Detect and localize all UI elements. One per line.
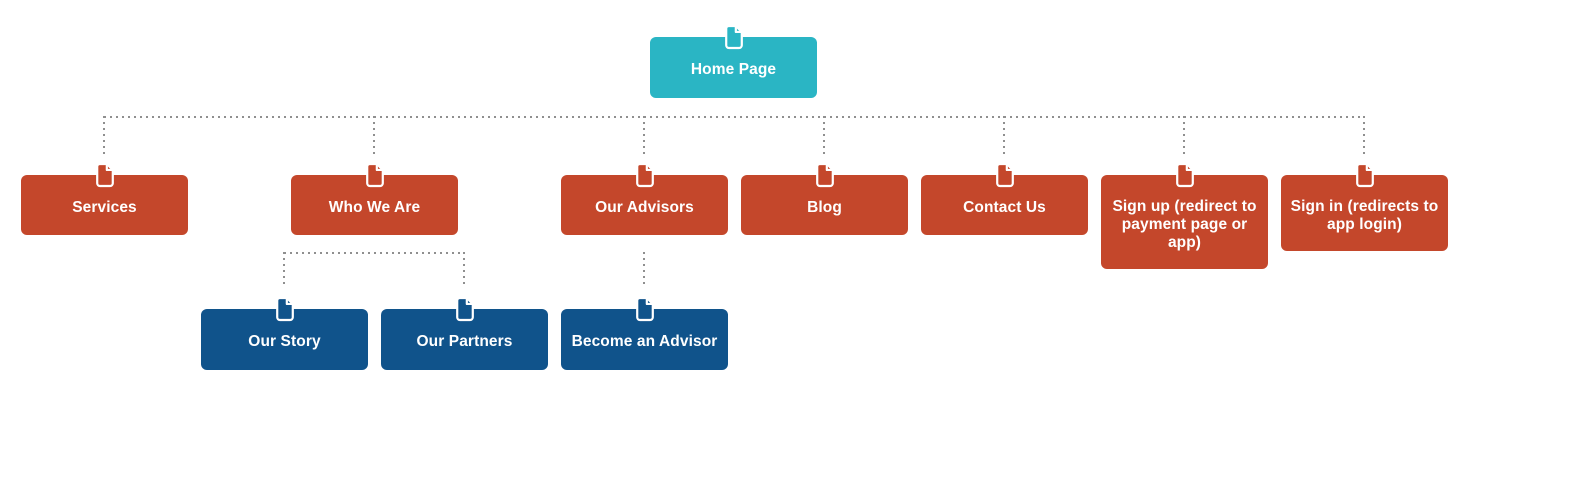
node-home-page[interactable]: Home Page: [650, 37, 817, 98]
node-label: Contact Us: [963, 198, 1046, 216]
node-become-an-advisor[interactable]: Become an Advisor: [561, 309, 728, 370]
page-icon: [364, 162, 386, 188]
page-icon: [723, 24, 745, 50]
node-blog[interactable]: Blog: [741, 175, 908, 235]
node-label: Services: [72, 198, 137, 216]
page-icon: [634, 162, 656, 188]
connector-stub-services: [103, 116, 105, 154]
node-contact-us[interactable]: Contact Us: [921, 175, 1088, 235]
node-label: Sign up (redirect to payment page or app…: [1112, 197, 1257, 251]
connector-stub-contact-us: [1003, 116, 1005, 154]
node-label: Our Advisors: [595, 198, 694, 216]
node-label: Sign in (redirects to app login): [1290, 197, 1439, 233]
connector-stub-become-an-advisor: [643, 252, 645, 288]
connector-stub-our-partners: [463, 252, 465, 288]
page-icon: [454, 296, 476, 322]
page-icon: [94, 162, 116, 188]
node-services[interactable]: Services: [21, 175, 188, 235]
node-who-we-are[interactable]: Who We Are: [291, 175, 458, 235]
connector-stub-who-we-are: [373, 116, 375, 154]
page-icon: [994, 162, 1016, 188]
connector-line-who-we-are-rail: [284, 252, 465, 254]
node-sign-in[interactable]: Sign in (redirects to app login): [1281, 175, 1448, 251]
connector-stub-our-story: [283, 252, 285, 288]
connector-stub-blog: [823, 116, 825, 154]
node-label: Blog: [807, 198, 842, 216]
page-icon: [274, 296, 296, 322]
connector-stub-sign-in: [1363, 116, 1365, 154]
page-icon: [1354, 162, 1376, 188]
node-sign-up[interactable]: Sign up (redirect to payment page or app…: [1101, 175, 1268, 269]
node-our-partners[interactable]: Our Partners: [381, 309, 548, 370]
node-label: Who We Are: [328, 198, 421, 216]
page-icon: [1174, 162, 1196, 188]
node-our-advisors[interactable]: Our Advisors: [561, 175, 728, 235]
node-label: Become an Advisor: [571, 333, 718, 350]
node-label: Home Page: [690, 61, 777, 78]
node-label: Our Partners: [416, 333, 513, 350]
connector-stub-sign-up: [1183, 116, 1185, 154]
connector-line-top-rail: [104, 116, 1365, 118]
page-icon: [814, 162, 836, 188]
connector-stub-our-advisors: [643, 116, 645, 154]
node-our-story[interactable]: Our Story: [201, 309, 368, 370]
page-icon: [634, 296, 656, 322]
node-label: Our Story: [248, 333, 321, 350]
